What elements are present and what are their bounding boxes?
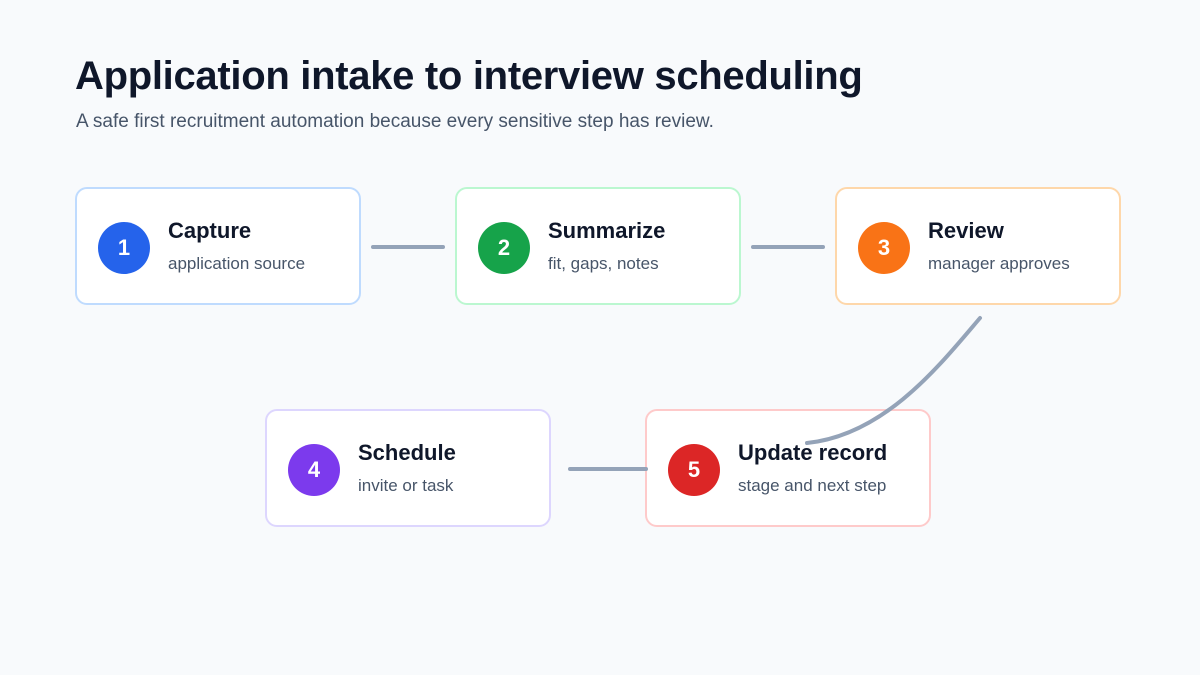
step-subtitle: stage and next step [738,476,887,495]
step-number-badge: 2 [478,222,530,274]
step-title: Update record [738,440,888,465]
page-subtitle: A safe first recruitment automation beca… [76,111,714,132]
step-card-review: 3 Review manager approves [835,187,1121,305]
step-number-badge: 4 [288,444,340,496]
step-card-capture: 1 Capture application source [75,187,361,305]
step-title: Summarize [548,218,666,243]
step-number-badge: 3 [858,222,910,274]
step-subtitle: manager approves [928,254,1070,273]
step-card-schedule: 4 Schedule invite or task [265,409,551,527]
step-subtitle: fit, gaps, notes [548,254,659,273]
step-number-badge: 1 [98,222,150,274]
step-card-summarize: 2 Summarize fit, gaps, notes [455,187,741,305]
page-title: Application intake to interview scheduli… [75,54,863,98]
step-title: Capture [168,218,252,243]
step-number-badge: 5 [668,444,720,496]
step-title: Review [928,218,1004,243]
step-card-update-record: 5 Update record stage and next step [645,409,931,527]
step-subtitle: invite or task [358,476,454,495]
step-title: Schedule [358,440,456,465]
step-subtitle: application source [168,254,306,273]
